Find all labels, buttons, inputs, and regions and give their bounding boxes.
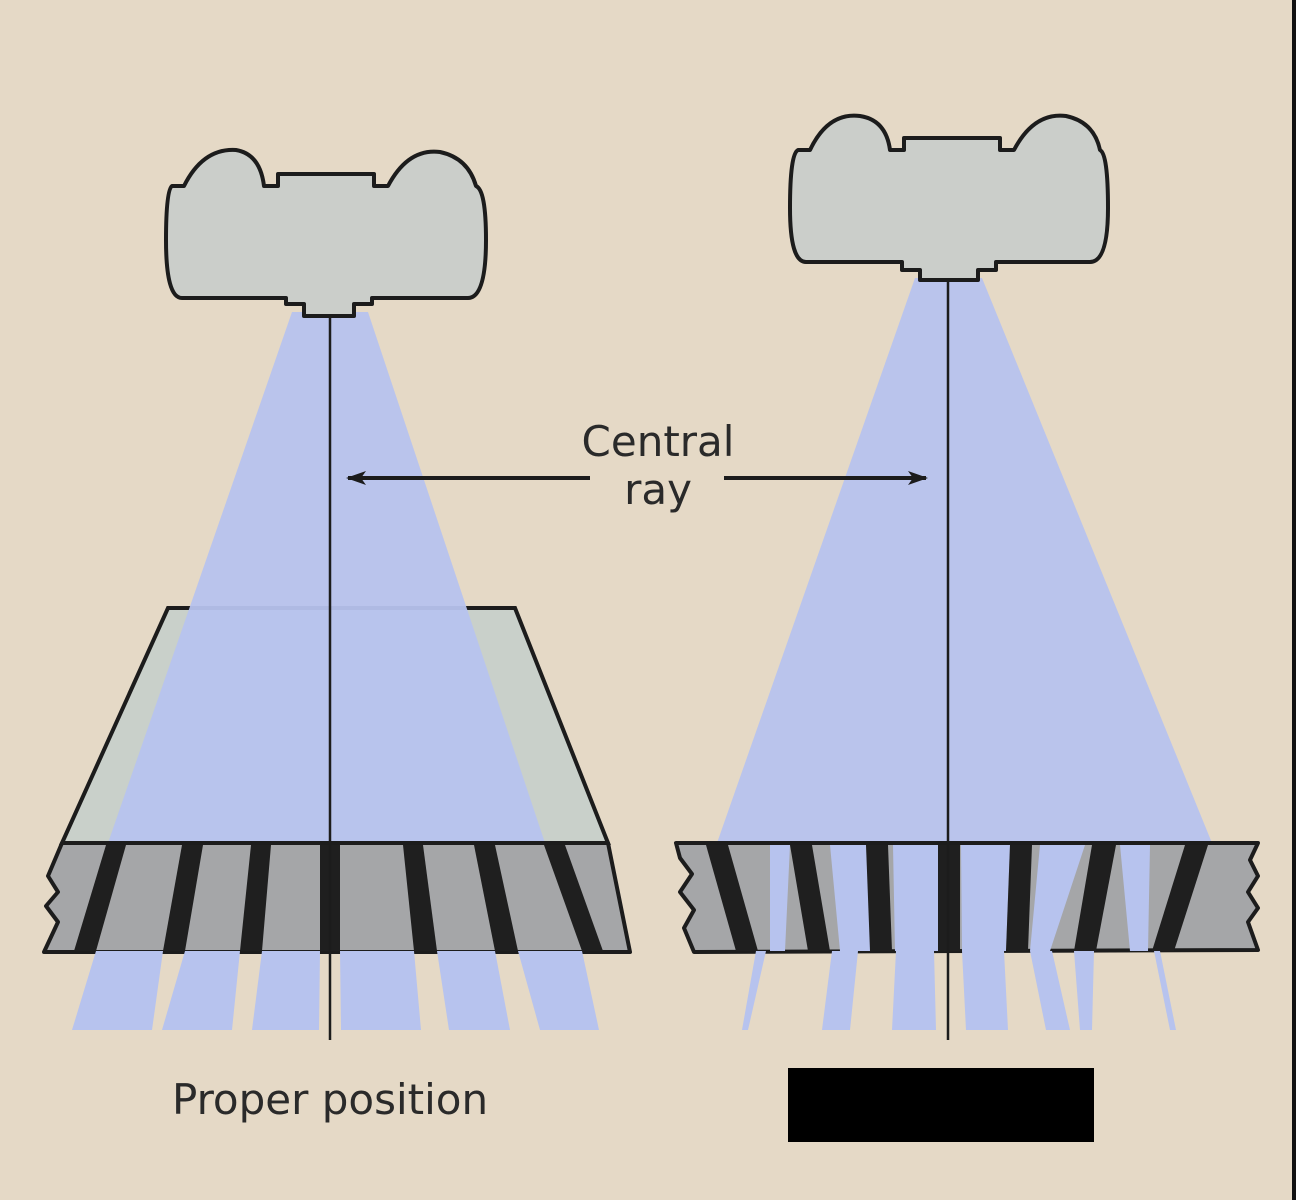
right-beam xyxy=(717,278,1212,843)
left-assembly xyxy=(42,147,632,1040)
lead-strip xyxy=(1074,845,1116,951)
lead-strip xyxy=(866,845,892,951)
x-ray-tube-icon xyxy=(164,147,488,318)
right-assembly xyxy=(674,113,1260,1040)
central-ray-label: Central ray xyxy=(540,418,776,514)
lead-strip xyxy=(1152,845,1208,951)
beam-band xyxy=(892,951,936,1030)
beam-band xyxy=(893,845,938,951)
beam-band xyxy=(437,951,510,1030)
left-beam xyxy=(108,312,545,843)
central-ray-label-line1: Central xyxy=(581,417,735,466)
redacted-label-block xyxy=(788,1068,1094,1142)
left-transmitted-bands xyxy=(72,951,599,1030)
beam-band xyxy=(340,951,421,1030)
right-lead-strips xyxy=(706,845,1208,951)
central-ray-label-line2: ray xyxy=(624,465,692,514)
lead-strip xyxy=(163,845,203,951)
beam-band xyxy=(72,951,163,1030)
x-ray-tube-icon xyxy=(788,113,1110,282)
beam-band xyxy=(830,845,872,951)
beam-band xyxy=(1120,845,1150,951)
lead-strip xyxy=(1006,845,1032,951)
proper-position-label: Proper position xyxy=(172,1075,489,1124)
beam-band xyxy=(1154,951,1176,1030)
beam-band xyxy=(1030,951,1070,1030)
beam-band xyxy=(162,951,240,1030)
beam-band xyxy=(252,951,320,1030)
lead-strip xyxy=(474,845,518,951)
beam-band xyxy=(962,951,1008,1030)
beam-band xyxy=(770,845,790,951)
beam-band xyxy=(1030,845,1085,951)
lead-strip xyxy=(544,845,603,951)
lead-strip xyxy=(240,845,271,951)
lead-strip xyxy=(74,845,126,951)
beam-band xyxy=(518,951,599,1030)
beam-band xyxy=(961,845,1010,951)
left-lead-strips xyxy=(74,845,603,951)
lead-strip xyxy=(790,845,830,951)
page-edge-strip xyxy=(1292,0,1301,1200)
beam-band xyxy=(742,951,766,1030)
beam-band xyxy=(822,951,858,1030)
beam-band xyxy=(1074,951,1094,1030)
lead-strip xyxy=(403,845,437,951)
right-grid-gap-beam xyxy=(770,845,1150,951)
right-transmitted-bands xyxy=(742,951,1176,1030)
lead-strip xyxy=(706,845,758,951)
